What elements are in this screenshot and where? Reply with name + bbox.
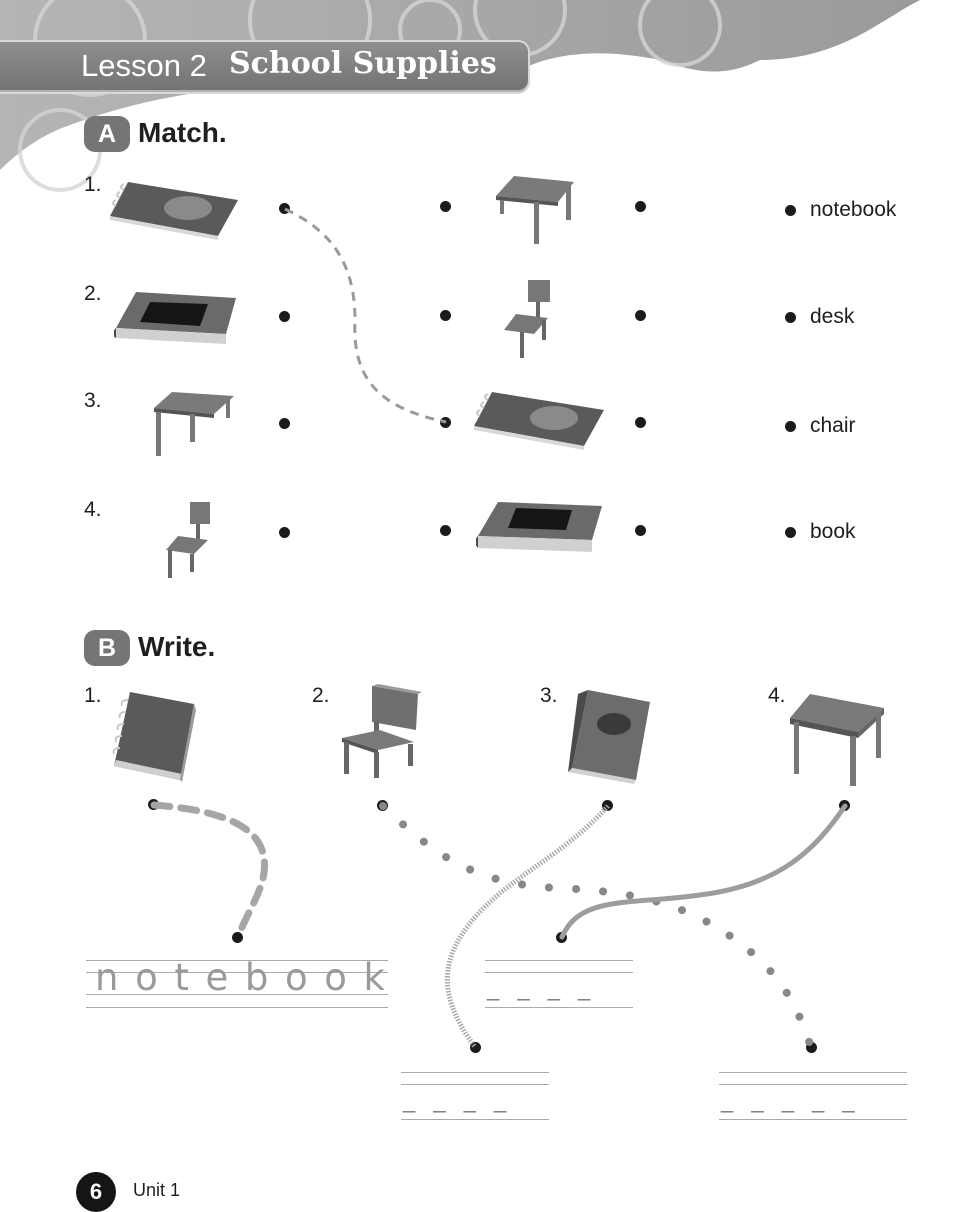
write-dot-answer-2[interactable] (556, 932, 567, 943)
section-a-title: Match. (138, 117, 227, 148)
write-number-3: 3. (540, 684, 558, 707)
writing-lines-1 (86, 960, 388, 1008)
match-dot-word-4[interactable] (785, 527, 796, 538)
match-dot-mid-right-2[interactable] (635, 310, 646, 321)
middle-notebook-icon (474, 392, 604, 450)
match-dot-mid-left-3[interactable] (440, 417, 451, 428)
write-dot-top-2[interactable] (377, 800, 388, 811)
write-dot-top-4[interactable] (839, 800, 850, 811)
blank-answer-4[interactable]: _ _ _ _ _ (721, 1088, 861, 1113)
notebook-icon (110, 182, 238, 240)
write-line-1 (150, 801, 268, 941)
match-dot-mid-left-2[interactable] (440, 310, 451, 321)
match-word-2: desk (810, 305, 855, 328)
unit-label: Unit 1 (133, 1180, 181, 1200)
section-a-badge: A (84, 116, 130, 152)
write-chair-icon (342, 684, 422, 778)
middle-desk-icon (496, 176, 574, 244)
write-book-icon (568, 690, 650, 784)
match-dot-mid-right-1[interactable] (635, 201, 646, 212)
middle-chair-icon (504, 280, 550, 358)
write-number-2: 2. (312, 684, 330, 707)
writing-lines-2[interactable] (485, 960, 633, 1008)
match-dot-word-3[interactable] (785, 421, 796, 432)
header-decoration (0, 0, 920, 192)
match-number-1: 1. (84, 173, 102, 196)
match-dot-mid-right-4[interactable] (635, 525, 646, 536)
match-dot-mid-left-4[interactable] (440, 525, 451, 536)
write-dot-top-3[interactable] (602, 800, 613, 811)
match-dot-word-1[interactable] (785, 205, 796, 216)
chair-icon (166, 502, 210, 578)
match-dot-left-4[interactable] (279, 527, 290, 538)
match-number-4: 4. (84, 498, 102, 521)
book-icon (114, 292, 236, 344)
writing-lines-4[interactable] (719, 1072, 907, 1120)
write-number-1: 1. (84, 684, 102, 707)
match-word-1: notebook (810, 198, 897, 221)
write-dot-answer-1[interactable] (232, 932, 243, 943)
match-word-3: chair (810, 414, 856, 437)
lesson-number: Lesson 2 (81, 48, 207, 83)
write-dot-top-1[interactable] (148, 799, 159, 810)
match-word-4: book (810, 520, 856, 543)
write-dot-answer-3[interactable] (470, 1042, 481, 1053)
desk-icon (154, 392, 234, 456)
match-dot-word-2[interactable] (785, 312, 796, 323)
write-notebook-icon (112, 692, 196, 782)
traced-word-notebook: n o t e b o o k (95, 956, 385, 999)
write-dot-answer-4[interactable] (806, 1042, 817, 1053)
match-number-3: 3. (84, 389, 102, 412)
page-number: 6 (76, 1172, 116, 1212)
write-number-4: 4. (768, 684, 786, 707)
match-dot-mid-right-3[interactable] (635, 417, 646, 428)
match-number-2: 2. (84, 282, 102, 305)
match-dot-mid-left-1[interactable] (440, 201, 451, 212)
write-line-3 (444, 804, 610, 1049)
blank-answer-3[interactable]: _ _ _ _ (403, 1088, 513, 1113)
blank-answer-2[interactable]: _ _ _ _ (487, 976, 597, 1001)
writing-lines-3[interactable] (401, 1072, 549, 1120)
lesson-title: School Supplies (229, 46, 497, 81)
section-b-title: Write. (138, 631, 216, 662)
write-desk-icon (790, 694, 884, 786)
section-b-badge: B (84, 630, 130, 666)
match-dot-left-3[interactable] (279, 418, 290, 429)
middle-book-icon (476, 502, 602, 552)
write-line-4 (559, 803, 848, 940)
match-dot-left-1[interactable] (279, 203, 290, 214)
match-dot-left-2[interactable] (279, 311, 290, 322)
match-example-line (284, 207, 447, 424)
lesson-banner (0, 42, 528, 92)
write-line-2 (379, 802, 815, 1051)
